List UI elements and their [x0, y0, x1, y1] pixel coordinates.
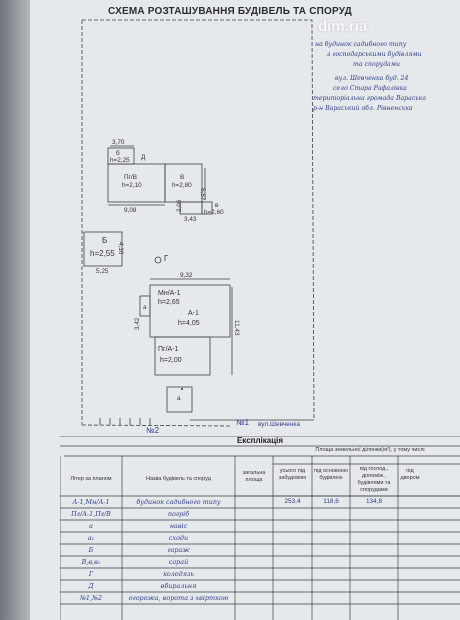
row-name: огорожа, ворота з хвірткою — [128, 594, 229, 602]
address-district: р-н Вараський обл. Рівненська — [313, 105, 413, 112]
page-edge-shadow — [0, 0, 32, 620]
label-cellar-height: h=2,00 — [160, 357, 182, 364]
row-letter: А-1,Мн/А-1 — [72, 498, 110, 506]
row-main: 118,6 — [323, 498, 339, 505]
label-d: Д — [141, 154, 146, 161]
explication-table: Експлікація Площа земельної ділянки(м²),… — [60, 436, 460, 620]
header-aux: під господ., допоміж., будівлями та спор… — [357, 466, 391, 493]
row-letter: Д — [88, 582, 94, 590]
row-name: погріб — [167, 510, 190, 518]
row-letter: №1,№2 — [79, 594, 103, 602]
row-name: навіс — [169, 522, 188, 530]
explication-grid — [60, 436, 460, 620]
legend-line-2: з господарськими будівлями — [327, 51, 422, 58]
label-canopy: а — [177, 395, 181, 402]
label-v-height: h=2,80 — [172, 182, 192, 189]
marker-n2: №2 — [146, 426, 160, 435]
legend-line-1: на будинок садибного типу — [315, 41, 407, 48]
object-description: на будинок садибного типу з господарськи… — [313, 40, 438, 114]
explication-title: Експлікація — [236, 436, 284, 445]
label-v1-height: h=2,60 — [204, 209, 224, 216]
row-total: 253,4 — [284, 498, 301, 505]
address-street: вул. Шевченка буд. 24 — [335, 75, 409, 82]
row-letter: Г — [88, 570, 94, 578]
legend-line-3: та спорудами — [353, 61, 400, 68]
document-sheet — [30, 0, 460, 620]
label-cellar: Пг/А-1 — [158, 346, 179, 353]
row-name: колодязь — [163, 570, 194, 578]
address-village: село Стара Рафалівка — [333, 85, 407, 92]
header-total: загальна площа — [242, 470, 266, 483]
label-b-small-height: h=2,25 — [110, 157, 130, 164]
dim-6-57: 6,57 — [199, 188, 206, 201]
dim-9-32: 9,32 — [180, 272, 193, 279]
watermark-logo: dim.ria — [318, 18, 368, 35]
header-name: Назва будівель та споруд — [146, 476, 211, 482]
header-area-group: Площа земельної ділянки(м²), у тому числ… — [315, 447, 425, 453]
row-name: сходи — [168, 534, 189, 542]
label-house-height: h=4,05 — [178, 320, 200, 327]
label-garage: Б — [102, 236, 108, 245]
dim-4-10: 4,10 — [117, 242, 124, 255]
label-well: Г — [164, 254, 169, 263]
header-built: усього під забудовою — [278, 468, 307, 481]
label-stairs: а — [143, 304, 147, 311]
site-plan — [81, 19, 315, 427]
row-name: вбиральня — [160, 582, 197, 590]
address-community: територіальна громада Вараська — [313, 95, 427, 102]
label-b-small: б — [116, 150, 120, 157]
dim-3-42: 3,42 — [134, 317, 141, 330]
dim-11-43: 11,43 — [233, 320, 240, 336]
header-yard: під двором — [400, 468, 420, 481]
dim-3-70: 3,70 — [112, 139, 125, 146]
street-label: вул.Шевченка — [258, 421, 300, 428]
row-letter: а₁ — [87, 534, 95, 542]
document-title: СХЕМА РОЗТАШУВАННЯ БУДІВЕЛЬ ТА СПОРУД — [108, 6, 352, 17]
row-aux: 134,8 — [366, 498, 382, 505]
row-name: будинок садибного типу — [136, 498, 221, 506]
dim-5-25: 5,25 — [96, 268, 109, 275]
row-letter: а — [89, 522, 93, 530]
label-attic: Мн/А-1 — [158, 290, 181, 297]
label-garage-height: h=2,55 — [90, 249, 115, 258]
row-name: сарай — [168, 558, 189, 566]
row-letter: В,в,в₁ — [81, 558, 101, 566]
dim-2-06: 2,06 — [176, 199, 183, 212]
label-house: А-1 — [188, 310, 199, 317]
label-pg-v: Пг/В — [124, 174, 137, 181]
header-main: під основною будівлею — [314, 468, 348, 481]
label-v1: в — [215, 202, 219, 209]
label-pg-v-height: h=2,10 — [122, 182, 142, 189]
marker-n1: №1 — [236, 418, 250, 427]
row-letter: Б — [88, 546, 94, 554]
label-attic-height: h=2,65 — [158, 299, 180, 306]
header-letter: Літер за планом — [70, 476, 112, 482]
label-v: В — [180, 174, 185, 181]
dim-9-08: 9,08 — [124, 207, 137, 214]
row-name: гараж — [167, 546, 190, 554]
dim-3-43: 3,43 — [184, 216, 197, 223]
row-letter: Пг/А-1,Пг/В — [71, 510, 111, 518]
